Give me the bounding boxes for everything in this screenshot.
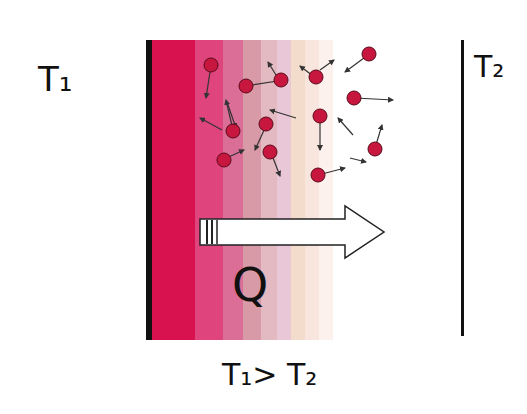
cold-temperature: T₂: [474, 52, 504, 82]
cold-wall: [461, 40, 464, 336]
temperature-relation: T₁> T₂: [222, 360, 317, 390]
hot-wall: [146, 40, 152, 340]
hot-temperature: T₁: [38, 62, 72, 96]
heat-flow-arrow: [200, 206, 384, 258]
heat-symbol: Q: [232, 262, 268, 308]
temperature-bands: [150, 40, 333, 340]
molecules: [200, 47, 393, 182]
